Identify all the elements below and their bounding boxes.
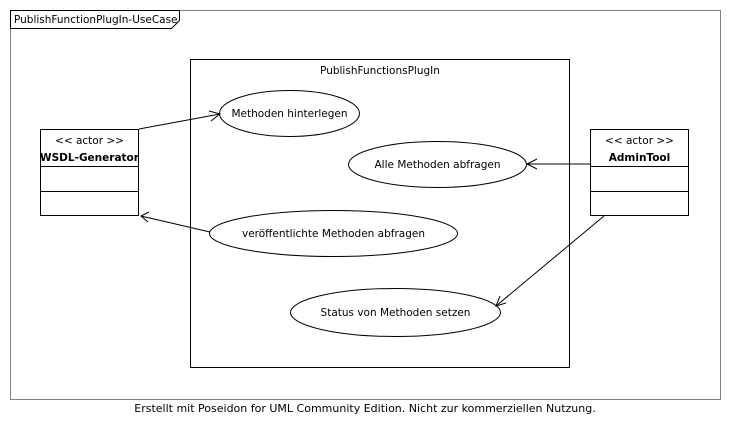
association-veroeffentlichte-to-wsdl: [140, 211, 211, 233]
use-case-label: Methoden hinterlegen: [231, 108, 347, 120]
use-case-label: Status von Methoden setzen: [321, 307, 471, 319]
use-case-ellipse: [290, 288, 501, 337]
actor-stereotype: << actor >>: [605, 135, 674, 147]
actor-name: AdminTool: [609, 152, 670, 164]
actor-box: [40, 129, 139, 216]
association-wsdl-to-hinterlegen: [138, 110, 222, 130]
actor-wsdl-generator[interactable]: << actor >> WSDL-Generator: [40, 129, 140, 216]
use-case-ellipse: [209, 210, 458, 257]
use-case-alle-methoden-abfragen[interactable]: Alle Methoden abfragen: [348, 141, 527, 188]
actor-box: [590, 129, 689, 216]
association-admin-to-status: [495, 215, 605, 307]
use-case-methoden-hinterlegen[interactable]: Methoden hinterlegen: [219, 90, 360, 137]
use-case-label: Alle Methoden abfragen: [375, 159, 501, 171]
frame-name-tab: [10, 10, 180, 29]
use-case-label: veröffentlichte Methoden abfragen: [242, 228, 425, 240]
actor-admintool[interactable]: << actor >> AdminTool: [590, 129, 689, 216]
system-name: PublishFunctionsPlugIn: [320, 65, 440, 77]
actor-name: WSDL-Generator: [40, 152, 140, 164]
use-case-ellipse: [348, 141, 527, 188]
use-case-status-von-methoden-setzen[interactable]: Status von Methoden setzen: [290, 288, 501, 337]
association-admin-to-abfragen: [525, 158, 590, 170]
frame-label: PublishFunctionPlugIn-UseCase: [14, 14, 178, 26]
use-case-veroeffentlichte-methoden-abfragen[interactable]: veröffentlichte Methoden abfragen: [209, 210, 458, 257]
footer-note: Erstellt mit Poseidon for UML Community …: [134, 402, 595, 415]
actor-stereotype: << actor >>: [55, 135, 124, 147]
diagram-frame: [10, 10, 721, 400]
